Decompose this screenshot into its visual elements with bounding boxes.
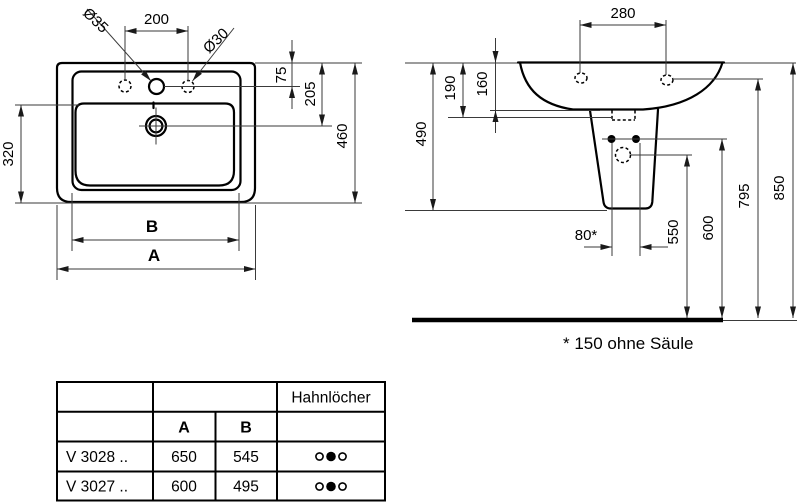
dim-apron-height: 190 (442, 63, 466, 118)
table-row: V 3027 .. 600 495 (66, 479, 347, 496)
dim-490-label: 490 (413, 121, 430, 146)
dim-200-label: 200 (144, 11, 169, 28)
dim-190-label: 190 (442, 75, 459, 100)
dim-205-label: 205 (302, 81, 319, 106)
col-b-header: B (240, 420, 252, 437)
dim-600-label: 600 (700, 215, 717, 240)
left-tap-hole-dashed (118, 79, 132, 93)
table-grid (56, 381, 386, 502)
dim-siphon-height: 550 (665, 155, 690, 318)
front-view: 200 Ø35 Ø30 75 205 460 (0, 5, 362, 280)
dim-320-label: 320 (0, 141, 17, 166)
leader-center-hole-diameter: Ø35 (79, 5, 152, 82)
dim-fixing-hole-height: 795 (736, 79, 761, 318)
basin-bowl-outline (74, 102, 236, 187)
dim-795-label: 795 (736, 183, 753, 208)
dim-rim-to-drain: 205 (302, 63, 325, 126)
dim-bowl-front-height: 160 (474, 38, 499, 133)
dim-overall-depth: 460 (334, 63, 358, 203)
dim-bowl-depth: 320 (0, 105, 24, 203)
basin-profile (518, 61, 724, 111)
front-extension-lines (15, 26, 362, 280)
dim-160-label: 160 (474, 71, 491, 96)
value-a: 650 (171, 449, 197, 466)
siphon-outlet-dashed (614, 146, 632, 164)
dim-outer-width: A (57, 246, 256, 272)
tap-holes-header: Hahnlöcher (291, 390, 370, 407)
left-fixing-hole-dashed (574, 72, 588, 84)
dim-b-label: B (146, 217, 158, 236)
dim-fixing-offset: 80* (575, 227, 668, 250)
dim-80-label: 80* (575, 227, 598, 244)
col-a-header: A (178, 420, 190, 437)
dim-a-label: A (148, 246, 160, 265)
table-row: V 3028 .. 650 545 (66, 449, 347, 466)
hidden-fixing-outline (611, 110, 636, 121)
model-name: V 3027 .. (66, 479, 128, 496)
dim-850-label: 850 (771, 175, 788, 200)
basin-outer-outline (55, 61, 257, 204)
tap-holes-icon (315, 451, 347, 462)
model-name: V 3028 .. (66, 449, 128, 466)
value-a: 600 (171, 479, 197, 496)
dim-460-label: 460 (334, 123, 351, 148)
pedestal-footnote: * 150 ohne Säule (563, 334, 693, 353)
spec-table: Hahnlöcher A B V 3028 .. 650 545 V 3027 … (56, 381, 386, 502)
basin-rim-outline (71, 70, 242, 192)
dim-bolt-height: 600 (700, 139, 725, 318)
dim-rim-to-holes: 75 (273, 40, 295, 109)
value-b: 495 (233, 479, 259, 496)
right-fixing-hole-dashed (660, 74, 674, 86)
dim-75-label: 75 (273, 67, 290, 84)
side-view: 280 490 190 160 80* 550 (405, 5, 797, 353)
center-tap-hole (147, 77, 166, 96)
dim-rim-height: 850 (771, 63, 796, 318)
tap-holes-icon (315, 481, 347, 492)
dim-550-label: 550 (665, 219, 682, 244)
dim-height-pedestal-bottom: 490 (413, 63, 436, 211)
dim-o30-label: Ø30 (200, 25, 232, 57)
side-extension-lines (405, 20, 763, 256)
dim-inner-width: B (72, 217, 239, 243)
value-b: 545 (233, 449, 259, 466)
dim-fixing-hole-spacing: 280 (580, 5, 666, 28)
pedestal-outline (588, 108, 660, 210)
dim-280-label: 280 (610, 5, 635, 22)
dim-hole-spacing: 200 (125, 11, 188, 34)
